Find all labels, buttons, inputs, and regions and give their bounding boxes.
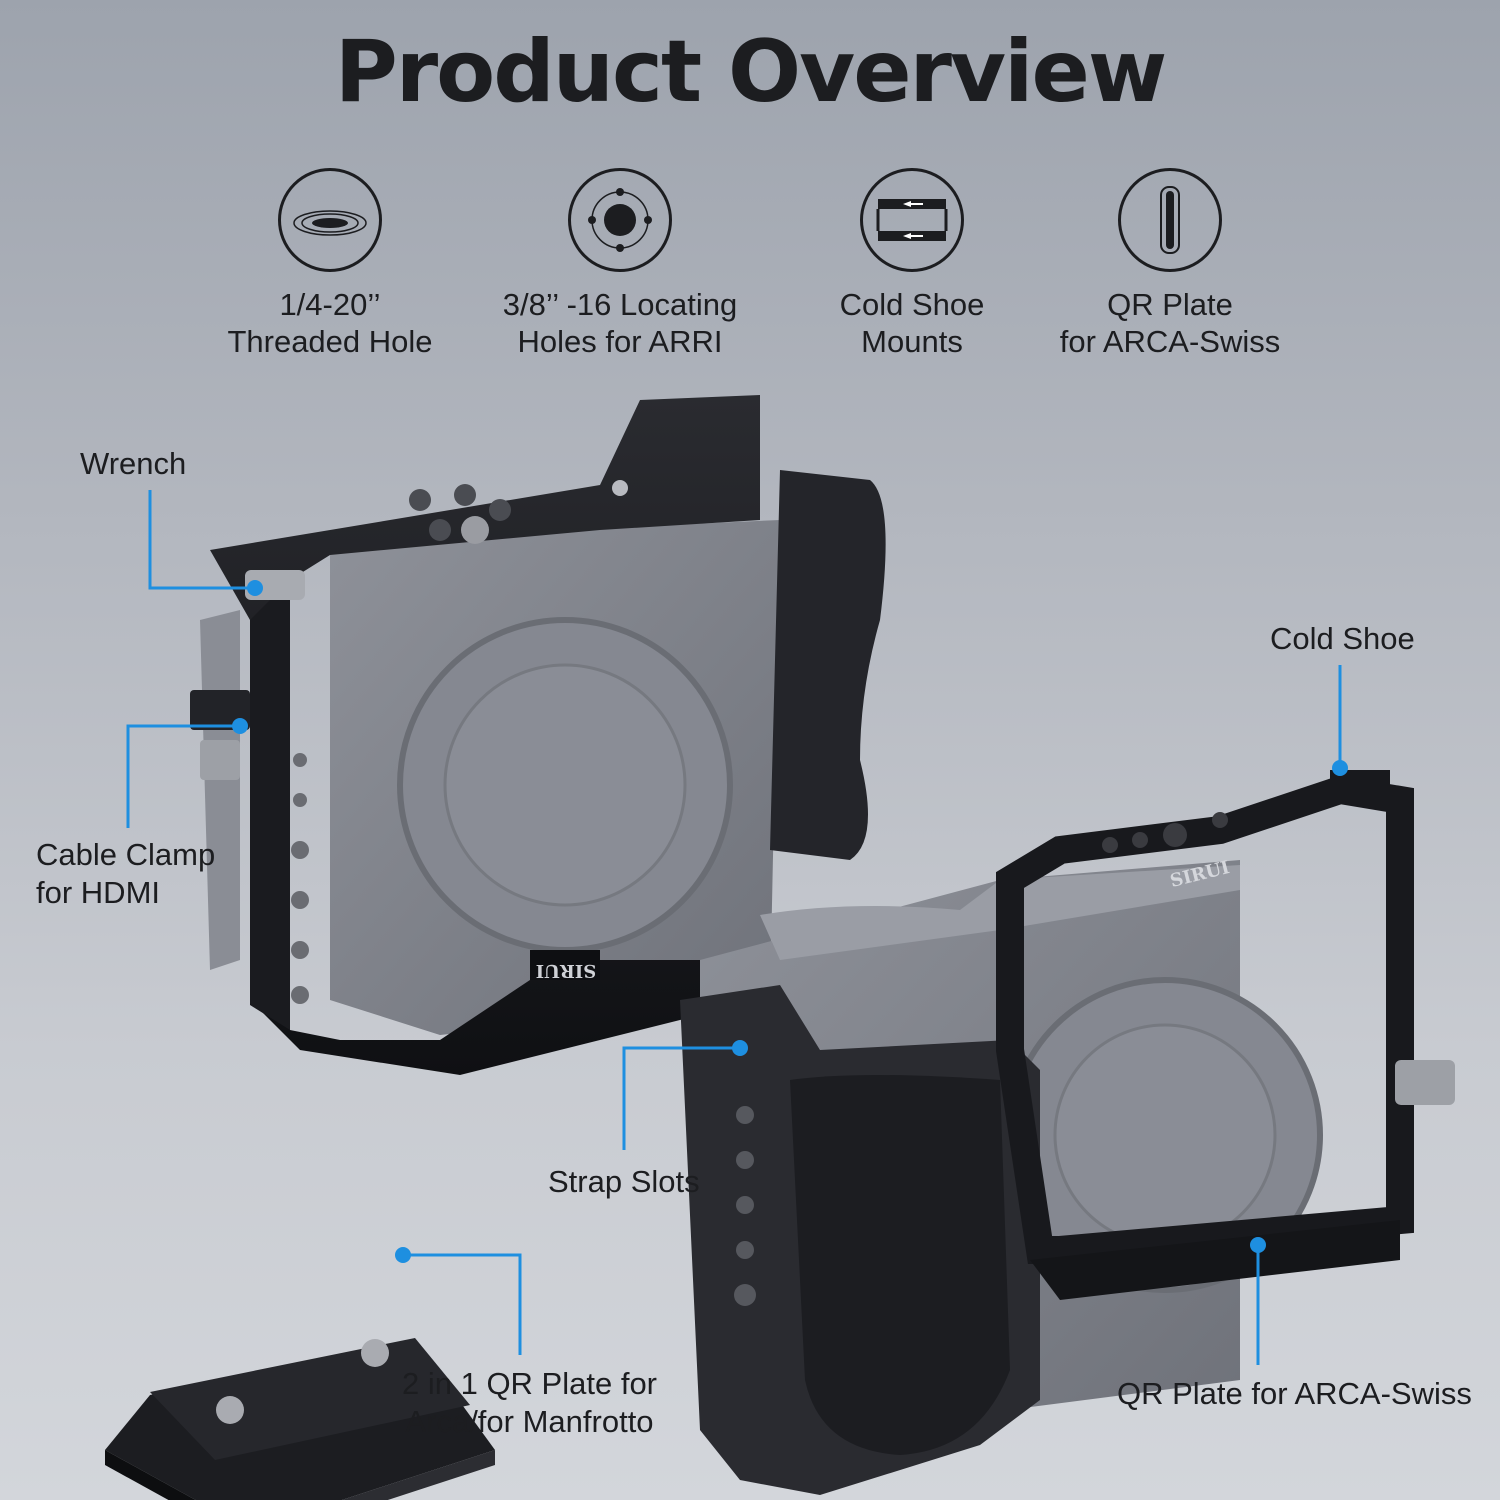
feature-threaded-hole: 1/4-20’’Threaded Hole [190,168,470,360]
cable-clamp-knob [200,740,240,780]
page-title: Product Overview [334,22,1168,122]
feature-label: 1/4-20’’Threaded Hole [227,287,433,359]
callout-qr-arca: QR Plate for ARCA-Swiss [1117,1376,1472,1411]
locating-holes-icon [568,168,672,272]
front-camera-cage [680,770,1455,1495]
cold-shoe-part [1330,770,1390,790]
cold-shoe-icon [860,168,964,272]
wrench-leader [148,490,255,590]
cage-outline [996,775,1414,1264]
threaded-hole-icon [278,168,382,272]
side-knob [1395,1060,1455,1105]
camera-grip [770,470,886,860]
callout-strap-slots: Strap Slots [548,1164,700,1199]
brand-mark-rear: SIRUI [536,960,597,981]
callout-cold-shoe: Cold Shoe [1270,621,1415,656]
cable-clamp-leader [126,724,240,828]
qr-2in1-leader [403,1253,522,1355]
2-in-1-qr-plate [105,1338,495,1500]
callout-lines [126,490,1342,1365]
callout-dots [232,580,1348,1263]
callout-wrench: Wrench [80,446,187,481]
grip-leather [790,1075,1010,1455]
strap-slots-leader [622,1046,740,1150]
camera-side [200,610,240,970]
qr-plate-icon [1118,168,1222,272]
